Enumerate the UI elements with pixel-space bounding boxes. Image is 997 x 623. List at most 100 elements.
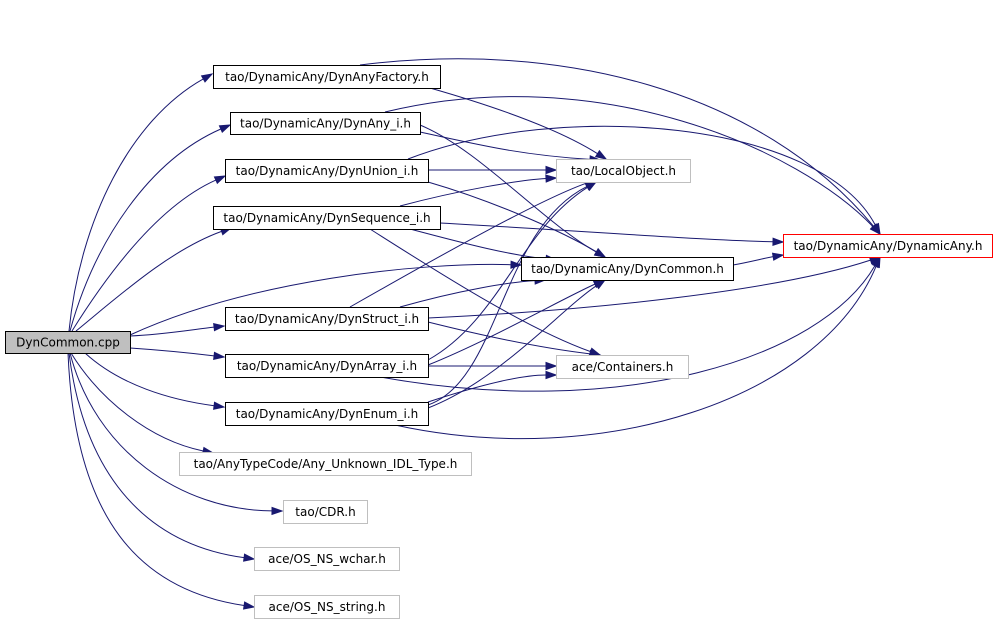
node-any_unknown[interactable]: tao/AnyTypeCode/Any_Unknown_IDL_Type.h	[179, 452, 472, 476]
node-label: ace/Containers.h	[572, 360, 674, 374]
edge-dyncommon_cpp-to-dynarray_i	[129, 347, 226, 360]
node-box	[556, 355, 689, 379]
node-label: tao/AnyTypeCode/Any_Unknown_IDL_Type.h	[194, 457, 458, 471]
edge-arrowhead	[213, 323, 226, 332]
edge-line	[427, 259, 871, 319]
node-label: ace/OS_NS_string.h	[269, 600, 386, 614]
node-cdr[interactable]: tao/CDR.h	[283, 500, 368, 524]
edge-line	[71, 179, 217, 332]
node-localobject[interactable]: tao/LocalObject.h	[556, 159, 691, 183]
node-label: tao/LocalObject.h	[571, 164, 676, 178]
edge-line	[419, 124, 597, 253]
edge-line	[67, 352, 245, 607]
edge-line	[427, 285, 597, 409]
node-dynamicany[interactable]: tao/DynamicAny/DynamicAny.h	[783, 234, 993, 258]
edge-dynenum_i-to-dynamicany	[394, 255, 881, 440]
edge-arrowhead	[545, 165, 558, 175]
edge-arrowhead	[545, 361, 558, 371]
node-box	[283, 500, 368, 524]
edge-arrowhead	[871, 222, 881, 236]
edge-dynunion_i-to-dyncommon_h	[427, 181, 607, 258]
edge-line	[69, 128, 222, 332]
edge-dyncommon_cpp-to-dynenum_i	[84, 352, 226, 410]
edge-line	[349, 182, 586, 308]
edge-dyncommon_cpp-to-cdr	[69, 352, 284, 516]
node-label: tao/DynamicAny/DynAny_i.h	[240, 117, 411, 131]
edge-arrowhead	[213, 401, 226, 410]
node-dynsequence_i[interactable]: tao/DynamicAny/DynSequence_i.h	[213, 206, 441, 230]
node-os_ns_wchar[interactable]: ace/OS_NS_wchar.h	[254, 547, 400, 571]
edge-arrowhead	[218, 124, 232, 134]
edge-line	[129, 263, 512, 336]
edge-line	[439, 222, 774, 243]
edge-dyncommon_cpp-to-dynunion_i	[71, 175, 227, 332]
edge-dynstruct_i-to-localobject	[349, 179, 597, 308]
node-label: tao/CDR.h	[295, 505, 355, 519]
node-containers[interactable]: ace/Containers.h	[556, 355, 689, 379]
edge-line	[68, 352, 245, 559]
edge-arrowhead	[545, 370, 558, 380]
edge-arrowhead	[243, 553, 256, 562]
edge-line	[399, 280, 536, 308]
edge-line	[75, 230, 222, 332]
edge-arrowhead	[772, 237, 785, 246]
node-box	[556, 159, 691, 183]
edge-dyncommon_h-to-dynamicany	[732, 252, 785, 266]
edge-line	[394, 266, 877, 440]
node-box	[521, 257, 734, 281]
node-label: tao/DynamicAny/DynSequence_i.h	[223, 211, 430, 225]
node-dynanyfactory[interactable]: tao/DynamicAny/DynAnyFactory.h	[213, 65, 441, 89]
node-box	[213, 65, 441, 89]
node-dynany_i[interactable]: tao/DynamicAny/DynAny_i.h	[230, 112, 421, 135]
edge-line	[427, 181, 597, 253]
edge-line	[129, 347, 215, 357]
node-box	[230, 112, 421, 135]
edge-line	[429, 87, 598, 155]
node-dynenum_i[interactable]: tao/DynamicAny/DynEnum_i.h	[225, 402, 429, 426]
edge-dynenum_i-to-containers	[427, 370, 558, 403]
node-box	[5, 331, 131, 354]
node-label: ace/OS_NS_wchar.h	[268, 552, 386, 566]
node-label: tao/DynamicAny/DynStruct_i.h	[235, 312, 419, 326]
edge-dynenum_i-to-localobject	[427, 181, 598, 406]
edge-dyncommon_cpp-to-os_ns_string	[67, 352, 256, 610]
node-label: DynCommon.cpp	[16, 336, 120, 350]
nodes-layer: DynCommon.cpp tao/DynamicAny/DynAnyFactor…	[5, 65, 993, 619]
edge-line	[129, 326, 215, 337]
edge-arrowhead	[213, 175, 227, 185]
edge-arrowhead	[545, 174, 558, 183]
edge-line	[407, 125, 876, 226]
edge-arrowhead	[271, 506, 284, 516]
node-label: tao/DynamicAny/DynCommon.h	[531, 262, 724, 276]
node-box	[225, 354, 429, 378]
edge-dyncommon_cpp-to-dynsequence_i	[75, 227, 233, 332]
node-os_ns_string[interactable]: ace/OS_NS_string.h	[254, 595, 400, 619]
edge-line	[84, 352, 215, 407]
node-dynarray_i[interactable]: tao/DynamicAny/DynArray_i.h	[225, 354, 429, 378]
node-box	[783, 234, 993, 258]
edge-line	[369, 228, 591, 353]
edge-arrowhead	[213, 351, 226, 360]
node-dyncommon_h[interactable]: tao/DynamicAny/DynCommon.h	[521, 257, 734, 281]
node-box	[213, 206, 441, 230]
edge-dyncommon_cpp-to-os_ns_wchar	[68, 352, 256, 562]
edge-arrowhead	[593, 247, 607, 258]
edge-dyncommon_cpp-to-dynanyfactory	[68, 73, 214, 332]
edge-dyncommon_cpp-to-dynstruct_i	[129, 323, 226, 337]
edge-line	[427, 321, 591, 355]
edge-line	[409, 228, 547, 260]
node-box	[179, 452, 472, 476]
edge-line	[399, 178, 547, 207]
edge-line	[359, 58, 874, 227]
node-label: tao/DynamicAny/DynamicAny.h	[794, 239, 983, 253]
edge-dynenum_i-to-dyncommon_h	[427, 279, 607, 409]
edge-line	[427, 374, 547, 403]
node-dynstruct_i[interactable]: tao/DynamicAny/DynStruct_i.h	[225, 307, 429, 331]
edge-line	[419, 131, 591, 160]
node-dynunion_i[interactable]: tao/DynamicAny/DynUnion_i.h	[225, 159, 429, 183]
edge-dynanyfactory-to-localobject	[429, 87, 608, 160]
node-dyncommon_cpp[interactable]: DynCommon.cpp	[5, 331, 131, 354]
edge-line	[379, 265, 876, 392]
edge-dynsequence_i-to-localobject	[399, 174, 558, 207]
